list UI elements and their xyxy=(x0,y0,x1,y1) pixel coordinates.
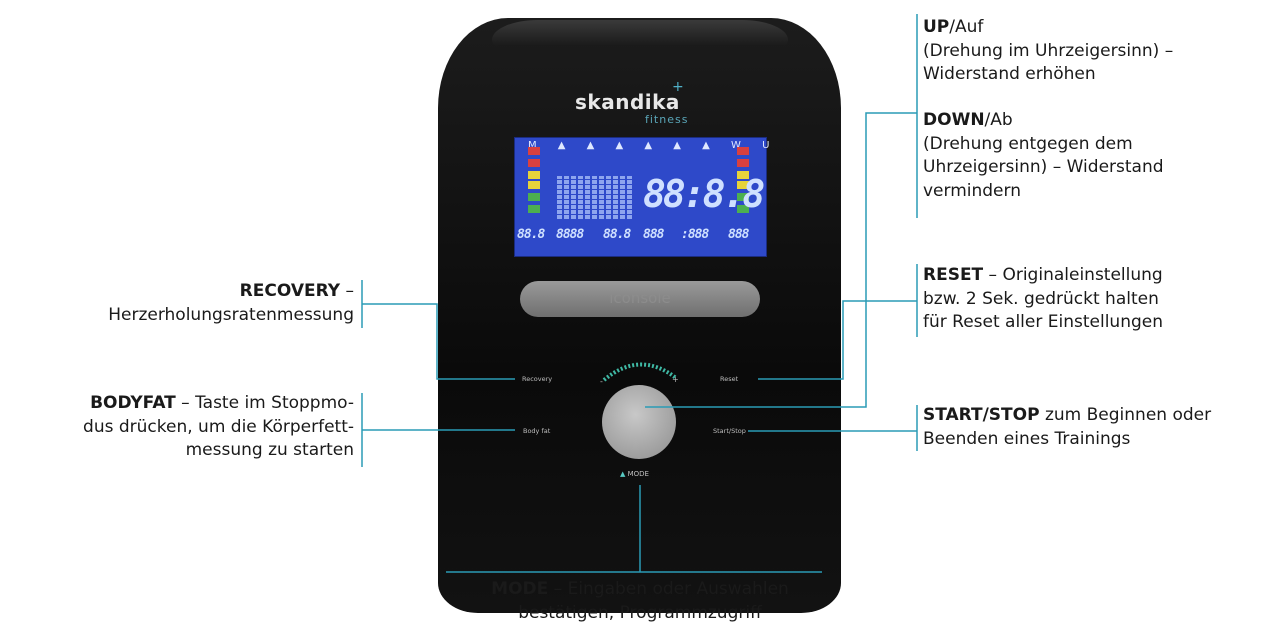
mode-button[interactable]: MODE xyxy=(620,470,649,478)
lcd-small-digits-3: 88.8 xyxy=(603,227,631,242)
brand-logo: skandika xyxy=(575,90,680,114)
svg-text:-: - xyxy=(600,377,603,386)
lcd-right-meter xyxy=(736,147,750,221)
lcd-small-digits-4: 888 xyxy=(643,227,665,242)
reset-button[interactable]: Reset xyxy=(720,375,739,383)
up-annotation: UP/Auf (Drehung im Uhrzeigersinn) – Wide… xyxy=(923,17,1174,84)
lcd-profile-matrix xyxy=(557,176,633,220)
brand-subtitle: fitness xyxy=(645,113,689,126)
bodyfat-annotation: BODYFAT – Taste im Stoppmo- dus drücken,… xyxy=(83,393,354,460)
lcd-display xyxy=(514,137,767,257)
lcd-small-digits-6: 888 xyxy=(728,227,750,242)
lcd-main-digits: 88:8.8 xyxy=(643,172,765,216)
iconsole-badge: iconsole xyxy=(520,281,760,317)
svg-text:+: + xyxy=(672,375,679,384)
lcd-small-digits-5: :888 xyxy=(681,227,709,242)
start-stop-button[interactable]: Start/Stop xyxy=(713,427,746,435)
resistance-knob[interactable] xyxy=(602,385,676,459)
recovery-button[interactable]: Recovery xyxy=(522,375,553,383)
lcd-program-icons: M ▲ ▲ ▲ ▲ ▲ ▲ W U xyxy=(528,140,779,151)
resistance-arc: - + xyxy=(600,362,679,386)
lcd-small-digits-2: 8888 xyxy=(556,227,584,242)
lcd-small-digits-1: 88.8 xyxy=(517,227,545,242)
brand-plus-icon: + xyxy=(672,79,684,95)
console-top-rim xyxy=(492,20,788,46)
down-annotation: DOWN/Ab (Drehung entgegen dem Uhrzeigers… xyxy=(923,110,1164,201)
mode-annotation: MODE – Eingaben oder Auswahlen bestätige… xyxy=(491,579,789,623)
recovery-annotation: RECOVERY – Herzerholungsratenmessung xyxy=(108,281,354,325)
bodyfat-button[interactable]: Body fat xyxy=(523,427,551,435)
lcd-left-meter xyxy=(527,147,541,221)
start-stop-annotation: START/STOP zum Beginnen oder Beenden ein… xyxy=(923,405,1212,449)
reset-annotation: RESET – Originaleinstellung bzw. 2 Sek. … xyxy=(923,265,1164,332)
iconsole-label: iconsole xyxy=(609,289,671,307)
